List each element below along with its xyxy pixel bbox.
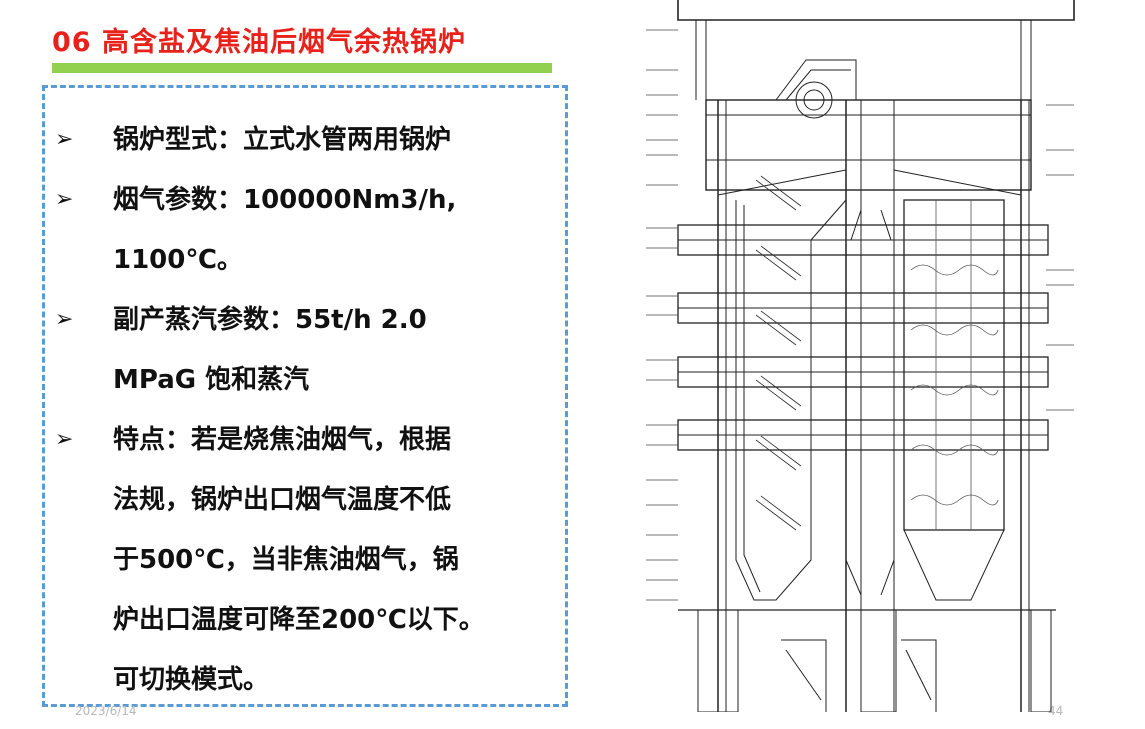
bullet-text: 副产蒸汽参数：55t/h 2.0 bbox=[113, 305, 427, 335]
footer-date: 2023/6/14 bbox=[75, 704, 137, 718]
bullet-continuation: 法规，锅炉出口烟气温度不低 bbox=[55, 470, 555, 530]
bullet-continuation: 1100℃。 bbox=[55, 230, 555, 290]
bullet-text: 锅炉型式：立式水管两用锅炉 bbox=[113, 125, 452, 155]
bullet-text: 法规，锅炉出口烟气温度不低 bbox=[113, 485, 452, 515]
bullet-arrow-icon: ➢ bbox=[55, 427, 74, 452]
bullet-arrow-icon: ➢ bbox=[55, 307, 74, 332]
page-number: 44 bbox=[1048, 704, 1064, 718]
bullet-arrow-icon: ➢ bbox=[55, 187, 74, 212]
bullet-item-steam: ➢ 副产蒸汽参数：55t/h 2.0 bbox=[55, 290, 555, 350]
bullet-text: 可切换模式。 bbox=[113, 665, 270, 695]
bullet-continuation: 可切换模式。 bbox=[55, 650, 555, 710]
bullet-item-boiler-type: ➢ 锅炉型式：立式水管两用锅炉 bbox=[55, 110, 555, 170]
slide-title: 06 高含盐及焦油后烟气余热锅炉 bbox=[52, 27, 466, 58]
bullet-text: 炉出口温度可降至200℃以下。 bbox=[113, 605, 485, 635]
bullet-continuation: 于500℃，当非焦油烟气，锅 bbox=[55, 530, 555, 590]
content-textbox: ➢ 锅炉型式：立式水管两用锅炉 ➢ 烟气参数：100000Nm3/h, 1100… bbox=[42, 85, 568, 707]
bullet-text: 于500℃，当非焦油烟气，锅 bbox=[113, 545, 459, 575]
bullet-continuation: MPaG 饱和蒸汽 bbox=[55, 350, 555, 410]
bullet-continuation: 炉出口温度可降至200℃以下。 bbox=[55, 590, 555, 650]
boiler-engineering-drawing bbox=[646, 0, 1075, 712]
bullet-item-features: ➢ 特点：若是烧焦油烟气，根据 bbox=[55, 410, 555, 470]
bullet-list: ➢ 锅炉型式：立式水管两用锅炉 ➢ 烟气参数：100000Nm3/h, 1100… bbox=[55, 110, 555, 710]
bullet-text: 特点：若是烧焦油烟气，根据 bbox=[113, 425, 452, 455]
title-underline bbox=[52, 63, 552, 73]
bullet-item-flue-gas: ➢ 烟气参数：100000Nm3/h, bbox=[55, 170, 555, 230]
bullet-text: 烟气参数：100000Nm3/h, bbox=[113, 185, 457, 215]
bullet-text: MPaG 饱和蒸汽 bbox=[113, 365, 310, 395]
bullet-arrow-icon: ➢ bbox=[55, 127, 74, 152]
bullet-text: 1100℃。 bbox=[113, 245, 243, 275]
